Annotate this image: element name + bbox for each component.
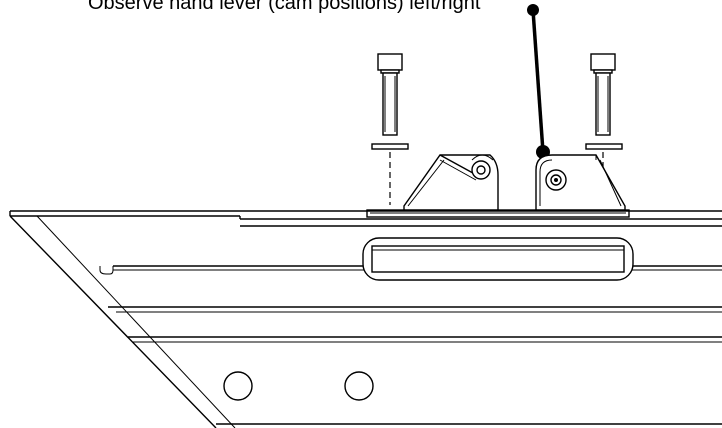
rail-slot bbox=[362, 237, 634, 281]
mounting-hole-left bbox=[223, 371, 253, 401]
left-cam-bracket bbox=[403, 154, 499, 211]
right-washer bbox=[585, 143, 623, 150]
right-bolt bbox=[590, 53, 616, 136]
left-bolt bbox=[377, 53, 403, 136]
mounting-hole-right bbox=[344, 371, 374, 401]
callout-label: Observe hand lever (cam positions) left/… bbox=[88, 0, 481, 14]
right-cam-bracket bbox=[535, 154, 626, 211]
leader-line bbox=[527, 4, 550, 159]
left-washer bbox=[371, 143, 409, 150]
